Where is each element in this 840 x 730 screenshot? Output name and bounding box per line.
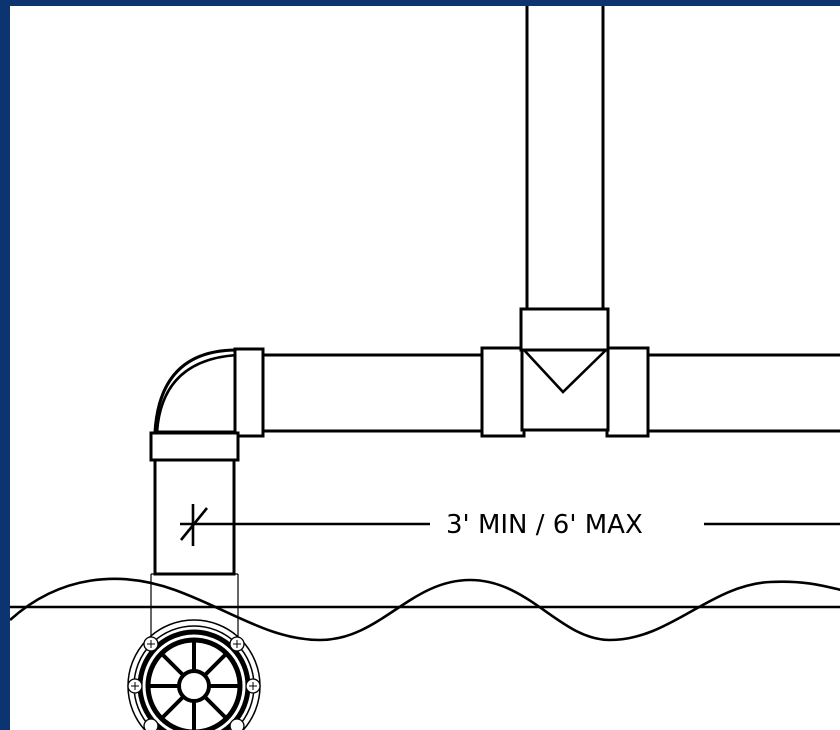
dimension-line: 3' MIN / 6' MAX — [179, 504, 840, 546]
horizontal-pipe-right — [644, 353, 840, 433]
downpipe — [150, 458, 239, 640]
drawing-canvas: 3' MIN / 6' MAX — [10, 6, 840, 730]
drain-grate-spokes — [148, 640, 240, 730]
ground-line — [10, 577, 840, 642]
dimension-tick-slash — [179, 507, 209, 541]
dimension-label: 3' MIN / 6' MAX — [446, 510, 643, 540]
riser-pipe — [525, 6, 605, 312]
drain-screws — [127, 636, 261, 730]
tee-fitting — [480, 307, 650, 438]
horizontal-pipe-left — [260, 353, 486, 433]
elbow-fitting — [149, 347, 265, 462]
floor-drain — [127, 619, 261, 730]
